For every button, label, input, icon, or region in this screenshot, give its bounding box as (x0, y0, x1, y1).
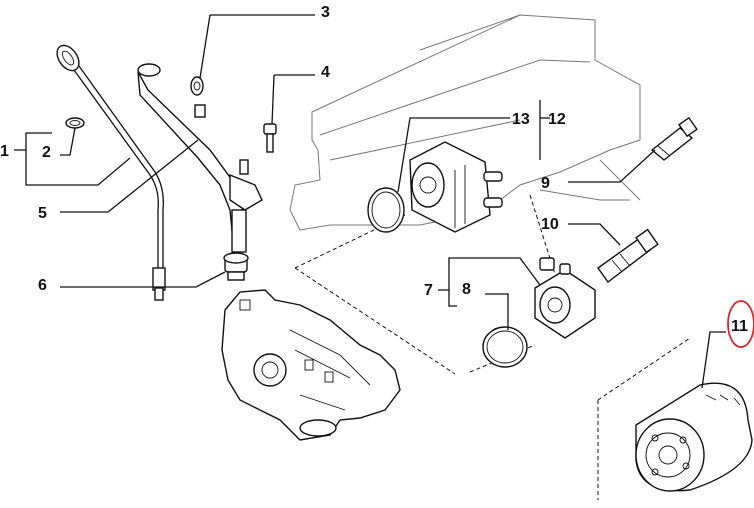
callout-2: 2 (42, 144, 51, 161)
leader-lines (14, 14, 726, 389)
callout-12: 12 (548, 111, 566, 128)
callout-6: 6 (38, 277, 47, 294)
temperature-sender (597, 228, 659, 283)
tube-plug (223, 252, 249, 281)
cooler-o-ring (367, 187, 405, 233)
callout-9: 9 (541, 175, 550, 192)
adapter-gasket (482, 326, 528, 368)
callout-3: 3 (321, 4, 330, 21)
callout-1: 1 (0, 143, 9, 160)
oil-filter (635, 382, 753, 492)
dipstick-seal-ring (65, 117, 85, 129)
callout-13: 13 (512, 111, 530, 128)
oil-cooler (409, 141, 503, 233)
callout-11: 11 (731, 318, 748, 335)
dipstick-guide-tube (137, 63, 263, 253)
oil-pressure-sensor (650, 116, 698, 161)
callout-7: 7 (424, 282, 433, 299)
highlight-circle (727, 300, 754, 348)
bolt (263, 123, 277, 153)
callout-10: 10 (541, 216, 559, 233)
filter-adapter (534, 257, 596, 339)
callout-5: 5 (38, 205, 47, 222)
dipstick (56, 44, 166, 301)
callout-4: 4 (321, 64, 330, 81)
oil-pump-housing (221, 289, 401, 441)
grommet (190, 76, 204, 96)
callout-8: 8 (462, 281, 471, 298)
